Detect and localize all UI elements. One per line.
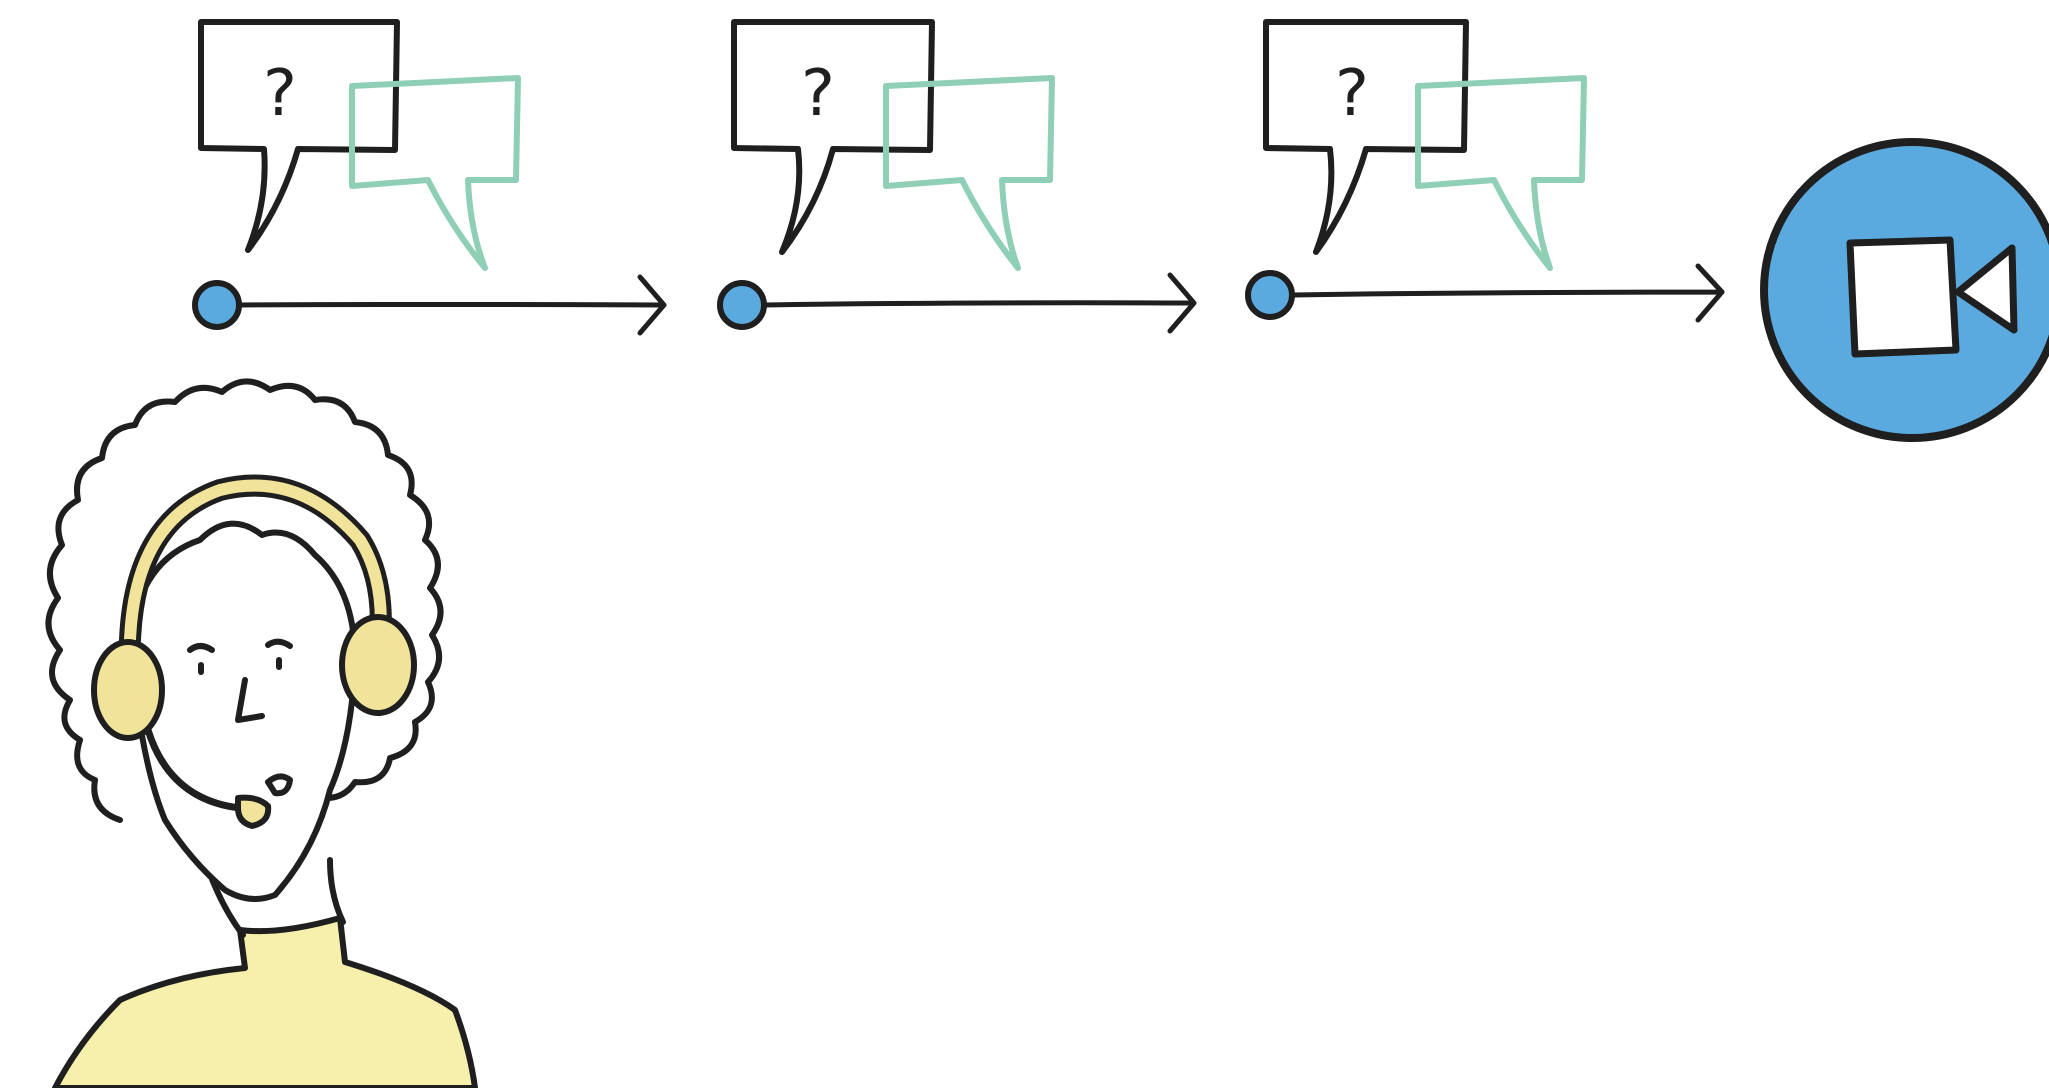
question-speech-bubble-icon — [731, 19, 935, 255]
nose — [235, 677, 265, 723]
mouth — [265, 773, 293, 797]
headset-right-earcup — [339, 614, 417, 716]
headset-mic — [235, 794, 272, 829]
question-speech-bubble-icon — [198, 19, 400, 253]
question-speech-bubble-icon — [1263, 19, 1469, 255]
step-1: ? — [192, 19, 667, 336]
left-eye — [187, 643, 215, 653]
answer-speech-bubble-icon — [1415, 75, 1587, 271]
arrow-right-icon — [1290, 263, 1725, 323]
video-camera-icon — [1760, 138, 2049, 442]
right-eye — [265, 638, 293, 649]
arrow-right-icon — [762, 272, 1197, 334]
answer-speech-bubble-icon — [883, 75, 1055, 271]
arrow-right-icon — [237, 274, 667, 336]
support-agent-figure — [45, 378, 478, 1088]
circle-node-icon — [717, 280, 767, 330]
circle-node-icon — [192, 280, 242, 330]
headset-left-earcup — [91, 639, 165, 741]
question-mark: ? — [1335, 57, 1369, 131]
sweater — [52, 915, 478, 1088]
answer-speech-bubble-icon — [349, 75, 521, 271]
circle-node-icon — [1245, 270, 1295, 320]
question-mark: ? — [263, 57, 297, 131]
headset-mic-boom — [144, 726, 244, 812]
step-3: ? — [1245, 19, 1725, 323]
step-2: ? — [717, 19, 1197, 334]
question-mark: ? — [801, 57, 835, 131]
